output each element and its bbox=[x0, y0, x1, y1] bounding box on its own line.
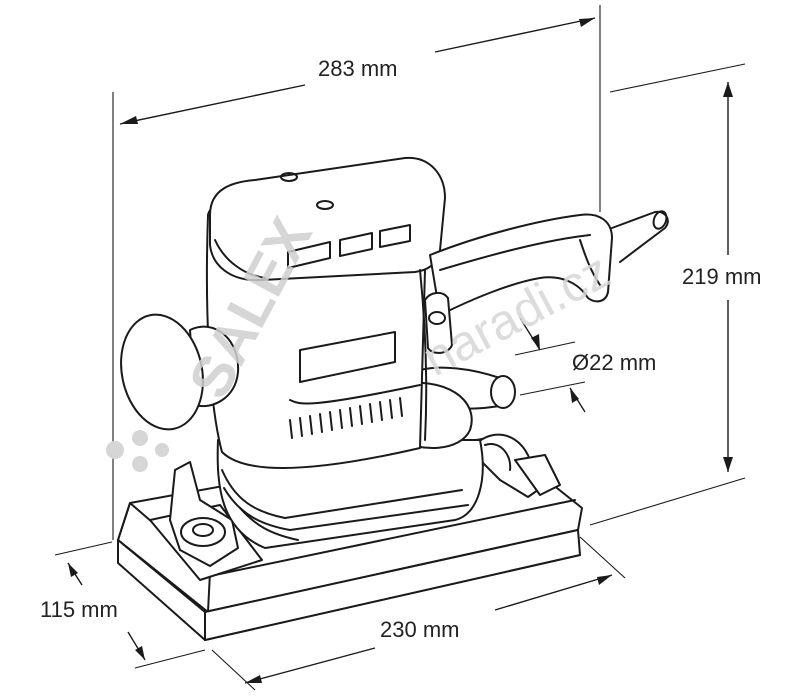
rear-clamp bbox=[469, 433, 561, 498]
watermark-dots bbox=[106, 430, 169, 472]
dimension-label-height: 219 mm bbox=[682, 264, 762, 289]
dimension-line-22 bbox=[514, 317, 586, 413]
dimension-label-length-top: 283 mm bbox=[318, 56, 398, 81]
dimension-line-230 bbox=[211, 536, 626, 691]
rear-handle bbox=[424, 210, 669, 354]
dimension-line-115 bbox=[54, 541, 206, 669]
front-knob bbox=[120, 313, 240, 431]
dimension-label-base-width: 115 mm bbox=[40, 597, 118, 622]
dimension-label-base-length: 230 mm bbox=[380, 617, 460, 642]
dimension-line-219 bbox=[589, 63, 746, 526]
dimension-line-283 bbox=[112, 5, 601, 540]
motor-housing bbox=[205, 156, 446, 470]
dimension-label-hose-diameter: Ø22 mm bbox=[572, 350, 657, 375]
